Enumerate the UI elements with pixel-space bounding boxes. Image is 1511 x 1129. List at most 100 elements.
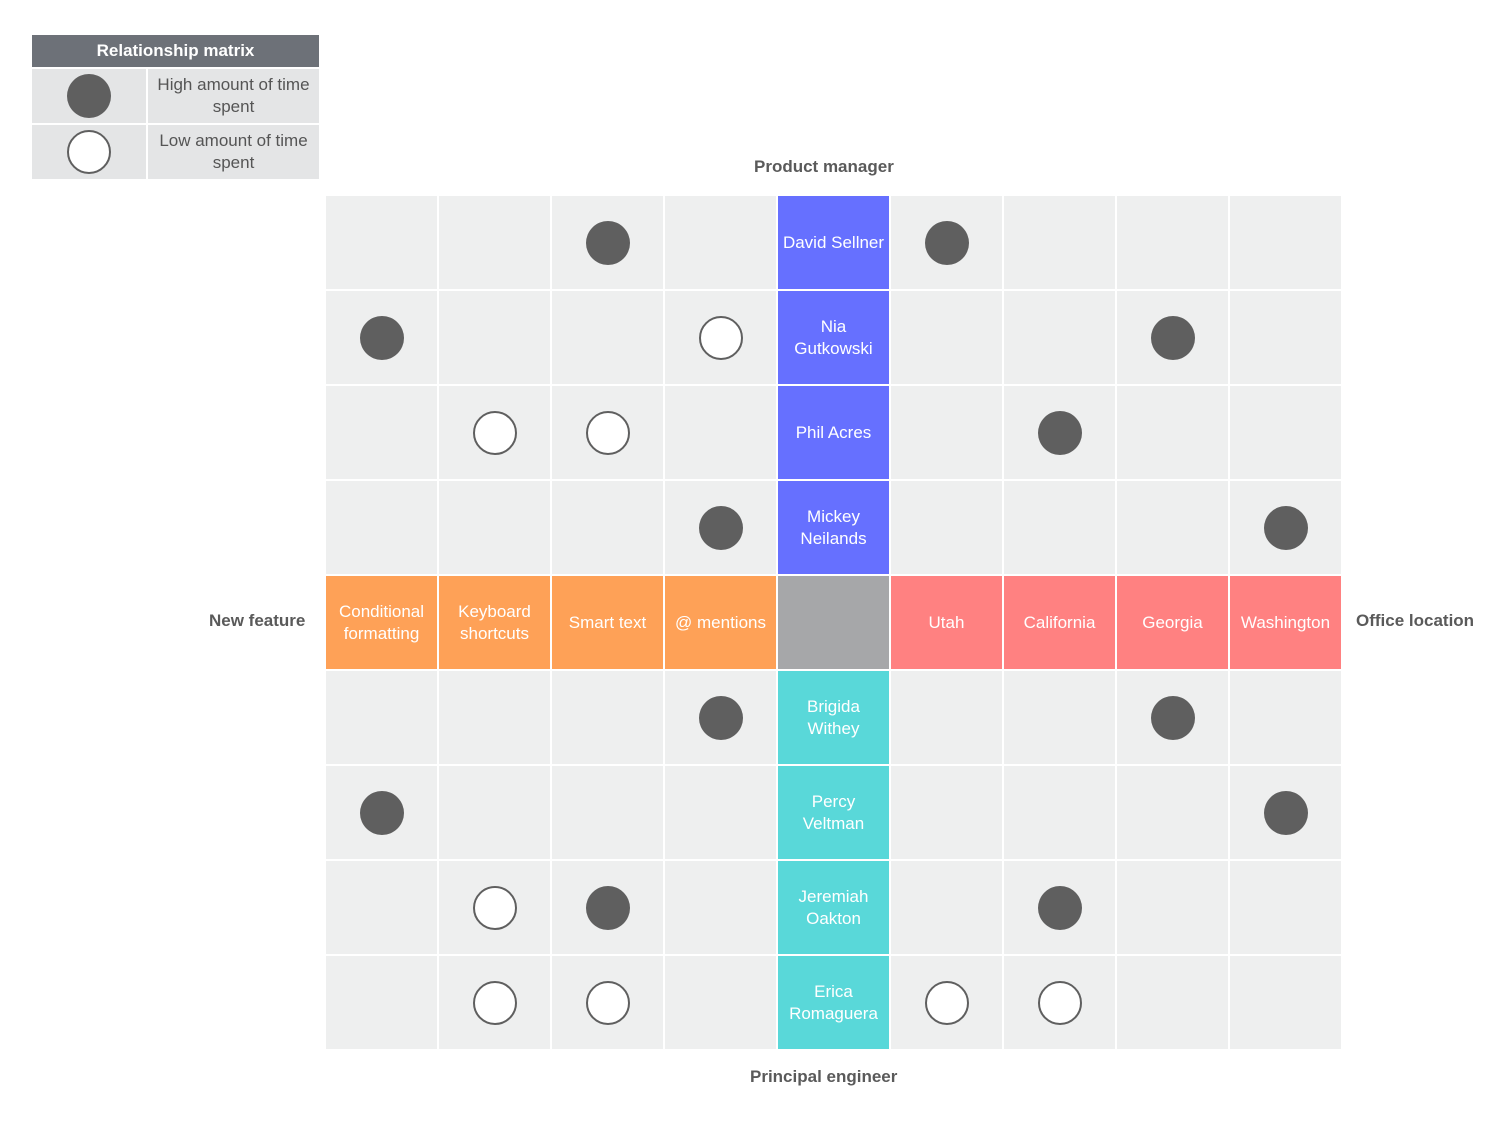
matrix-cell (1004, 386, 1115, 479)
axis-label-office-location: Office location (1356, 611, 1475, 630)
matrix-cell (1004, 766, 1115, 859)
matrix-cell (1004, 196, 1115, 289)
matrix-cell (552, 196, 663, 289)
matrix-cell (326, 291, 437, 384)
empty-circle-icon (585, 980, 630, 1025)
matrix-cell (1117, 481, 1228, 574)
matrix-cell (1230, 291, 1341, 384)
filled-circle-icon (359, 315, 404, 360)
filled-circle-icon (698, 505, 743, 550)
matrix-cell (1230, 956, 1341, 1049)
matrix-cell (326, 481, 437, 574)
product-manager-header: Mickey Neilands (778, 481, 889, 574)
legend: Relationship matrix High amount of time … (32, 35, 319, 181)
matrix-cell (891, 291, 1002, 384)
new-feature-header: @ mentions (665, 576, 776, 669)
legend-row-low: Low amount of time spent (32, 125, 319, 179)
matrix-cell (665, 196, 776, 289)
matrix-cell (1004, 481, 1115, 574)
product-manager-header: Nia Gutkowski (778, 291, 889, 384)
matrix-cell (552, 481, 663, 574)
matrix-cell (1117, 766, 1228, 859)
product-manager-header: David Sellner (778, 196, 889, 289)
matrix-cell (1004, 956, 1115, 1049)
matrix-cell (552, 956, 663, 1049)
legend-label-high: High amount of time spent (148, 69, 319, 123)
principal-engineer-header: Percy Veltman (778, 766, 889, 859)
matrix-cell (439, 956, 550, 1049)
matrix-cell (326, 386, 437, 479)
new-feature-header: Keyboard shortcuts (439, 576, 550, 669)
filled-circle-icon (1037, 885, 1082, 930)
matrix-cell (439, 291, 550, 384)
matrix-cell (891, 956, 1002, 1049)
matrix-cell (891, 386, 1002, 479)
matrix-cell (891, 196, 1002, 289)
matrix-cell (439, 766, 550, 859)
matrix-cell (1230, 671, 1341, 764)
matrix-cell (1004, 291, 1115, 384)
legend-symbol-cell (32, 125, 146, 179)
principal-engineer-header: Jeremiah Oakton (778, 861, 889, 954)
filled-circle-icon (359, 790, 404, 835)
filled-circle-icon (924, 220, 969, 265)
legend-label-low: Low amount of time spent (148, 125, 319, 179)
axis-label-principal-engineer: Principal engineer (750, 1067, 898, 1086)
matrix-cell (665, 481, 776, 574)
matrix-cell (326, 956, 437, 1049)
filled-circle-icon (1263, 505, 1308, 550)
office-location-header: Utah (891, 576, 1002, 669)
matrix-cell (891, 766, 1002, 859)
empty-circle-icon (472, 980, 517, 1025)
office-location-header: Washington (1230, 576, 1341, 669)
matrix-cell (891, 481, 1002, 574)
filled-circle-icon (1150, 315, 1195, 360)
matrix-cell (1117, 291, 1228, 384)
empty-circle-icon (585, 410, 630, 455)
office-location-header: California (1004, 576, 1115, 669)
new-feature-header: Smart text (552, 576, 663, 669)
legend-row-high: High amount of time spent (32, 69, 319, 123)
empty-circle-icon (924, 980, 969, 1025)
matrix-cell (552, 386, 663, 479)
office-location-header: Georgia (1117, 576, 1228, 669)
matrix-cell (552, 766, 663, 859)
matrix-cell (552, 671, 663, 764)
empty-circle-icon (698, 315, 743, 360)
matrix-cell (1117, 956, 1228, 1049)
matrix-cell (326, 861, 437, 954)
matrix-cell (439, 671, 550, 764)
matrix-cell (891, 861, 1002, 954)
matrix-cell (665, 386, 776, 479)
matrix-cell (552, 861, 663, 954)
matrix-cell (665, 291, 776, 384)
filled-circle-icon (67, 74, 111, 118)
matrix-cell (665, 766, 776, 859)
empty-circle-icon (1037, 980, 1082, 1025)
product-manager-header: Phil Acres (778, 386, 889, 479)
empty-circle-icon (472, 410, 517, 455)
matrix-cell (1230, 481, 1341, 574)
matrix-cell (439, 386, 550, 479)
matrix-cell (326, 766, 437, 859)
matrix-cell (439, 861, 550, 954)
matrix-cell (326, 196, 437, 289)
principal-engineer-header: Erica Romaguera (778, 956, 889, 1049)
empty-circle-icon (67, 130, 111, 174)
filled-circle-icon (585, 220, 630, 265)
matrix-cell (891, 671, 1002, 764)
principal-engineer-header: Brigida Withey (778, 671, 889, 764)
empty-circle-icon (472, 885, 517, 930)
matrix-cell (1004, 671, 1115, 764)
axis-label-product-manager: Product manager (754, 157, 894, 176)
matrix-cell (1004, 861, 1115, 954)
filled-circle-icon (698, 695, 743, 740)
matrix-cell (552, 291, 663, 384)
filled-circle-icon (585, 885, 630, 930)
matrix-cell (1117, 861, 1228, 954)
matrix-cell (665, 956, 776, 1049)
matrix-cell (1230, 766, 1341, 859)
matrix-cell (665, 671, 776, 764)
matrix-center-cell (778, 576, 889, 669)
